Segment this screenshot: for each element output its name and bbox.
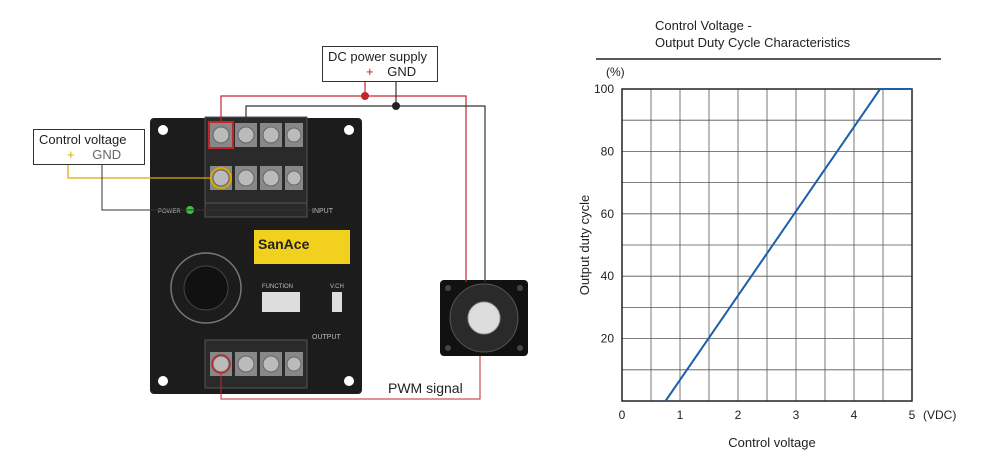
speed-dial-knob: [183, 265, 229, 311]
y-tick-label: 100: [594, 82, 614, 96]
power-plus-sign: +: [366, 64, 374, 79]
mount-hole-bottom-left: [158, 376, 168, 386]
output-terminal-screws: [210, 352, 303, 376]
y-tick-label: 80: [601, 144, 615, 158]
dc-power-box: DC power supply + GND: [322, 46, 438, 82]
brand-plate: [254, 230, 350, 264]
x-axis-ticks: 0 1 2 3 4 5: [619, 408, 916, 422]
input-terminal-screws-row1: [210, 123, 303, 147]
x-tick-label: 0: [619, 408, 626, 422]
y-tick-label: 40: [601, 269, 615, 283]
cooling-fan: [440, 280, 528, 356]
chart-title-line-2: Output Duty Cycle Characteristics: [655, 35, 851, 50]
chart-grid: [622, 89, 912, 401]
dc-power-title: DC power supply: [328, 49, 427, 64]
output-label: OUTPUT: [312, 334, 342, 341]
y-tick-label: 60: [601, 207, 615, 221]
function-label: FUNCTION: [262, 284, 293, 290]
input-label: INPUT: [312, 208, 334, 215]
x-axis-unit: (VDC): [923, 408, 956, 422]
x-axis-label: Control voltage: [728, 435, 815, 450]
x-tick-label: 2: [735, 408, 742, 422]
y-axis-unit: (%): [606, 65, 625, 79]
x-tick-label: 5: [909, 408, 916, 422]
x-tick-label: 1: [677, 408, 684, 422]
gnd-junction: [392, 102, 400, 110]
vch-label: V.CH: [330, 284, 344, 290]
control-gnd-wire: [101, 162, 312, 211]
chart-title-line-1: Control Voltage -: [655, 18, 752, 33]
mount-hole-top-left: [158, 125, 168, 135]
control-plus-wire: [67, 162, 211, 179]
speed-dial-ring: [170, 252, 242, 324]
control-voltage-title: Control voltage: [39, 132, 127, 147]
power-gnd-label: GND: [387, 64, 417, 79]
pwm-label: PWM signal: [388, 380, 463, 396]
control-plus-sign: +: [67, 147, 75, 162]
wiring-diagram: POWER INPUT SanAce FUNCTION V.CH OUTPUT …: [67, 80, 528, 400]
brand-label: SanAce: [258, 236, 310, 252]
y-axis-ticks: 20 40 60 80 100: [594, 82, 614, 346]
vch-switch: [332, 292, 342, 312]
power-label: POWER: [158, 209, 181, 215]
x-tick-label: 4: [851, 408, 858, 422]
mount-hole-top-right: [344, 125, 354, 135]
chart-series: [664, 88, 912, 402]
function-dip-switch: [262, 292, 300, 312]
mount-hole-bottom-right: [344, 376, 354, 386]
y-tick-label: 20: [601, 332, 615, 346]
plot-area: [621, 88, 913, 402]
duty-cycle-chart: 0 1 2 3 4 5 20 40 60 80 100 (%) (VDC) Control vol…: [577, 58, 956, 450]
input-terminal-screws-row2: [210, 166, 303, 190]
control-gnd-label: GND: [92, 147, 122, 162]
duty-cycle-line: [664, 88, 912, 402]
x-tick-label: 3: [793, 408, 800, 422]
power-junction: [361, 92, 369, 100]
control-voltage-box: Control voltage + GND: [33, 129, 145, 165]
y-axis-label: Output duty cycle: [577, 195, 592, 295]
pwm-wire: [220, 356, 481, 400]
chart-title: Control Voltage - Output Duty Cycle Char…: [655, 17, 850, 51]
